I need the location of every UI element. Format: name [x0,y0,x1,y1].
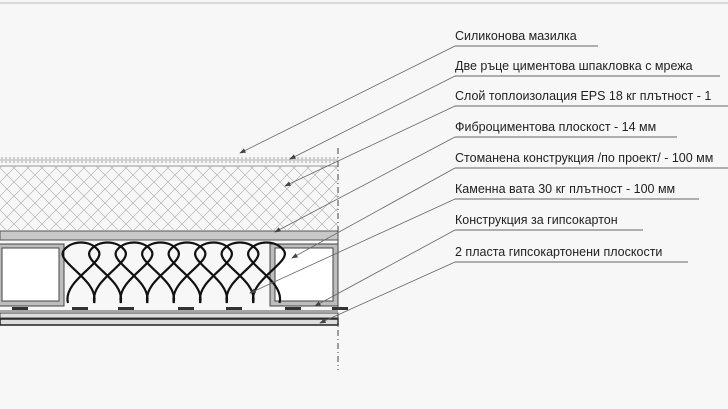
profile-mark [12,307,28,310]
callout: Каменна вата 30 кг плътност - 100 мм [249,182,699,294]
callout: Фиброциментова плоскост - 14 мм [274,120,677,233]
gypsum-frame-profiles [12,307,348,310]
leader-arrow [319,261,456,324]
profile-mark [118,307,134,310]
callout-label: Конструкция за гипсокартон [455,213,618,227]
callout: Стоманена конструкция /по проект/ - 100 … [291,151,728,259]
wool-loop [87,241,128,304]
callout-label: Каменна вата 30 кг плътност - 100 мм [455,182,675,196]
profile-mark [226,307,242,310]
callout-label: Стоманена конструкция /по проект/ - 100 … [455,151,713,165]
wool-loop [140,241,181,304]
wool-loop [167,241,207,304]
callout-label: Две ръце циментова шпакловка с мрежа [455,59,693,73]
callout: Слой топлоизолация EPS 18 кг плътност - … [284,89,728,187]
profile-mark [285,307,301,310]
callout: Две ръце циментова шпакловка с мрежа [289,59,720,160]
gypsum-board-2 [0,318,339,326]
callout-label: Силиконова мазилка [455,29,577,43]
callout: Конструкция за гипсокартон [314,213,643,307]
cement-putty-layer [0,161,338,165]
profile-mark [178,307,194,310]
wool-loop [114,241,154,304]
leader-arrow [284,105,456,187]
steel-structure [0,243,339,307]
leader-arrow [274,136,456,233]
wool-loop [220,241,260,304]
fiber-cement-board [0,230,339,241]
leader-arrow [291,167,456,259]
leader-arrow [289,75,456,160]
callout-label: Слой топлоизолация EPS 18 кг плътност - … [455,89,711,103]
leader-arrow [249,198,456,294]
silicone-plaster-layer [0,155,338,160]
profile-mark [332,307,348,310]
eps-insulation-layer [0,166,338,230]
callout-label: Фиброциментова плоскост - 14 мм [455,120,656,134]
callout-label: 2 пласта гипсокартонени плоскости [455,245,662,259]
wool-loop [193,241,234,304]
profile-mark [72,307,88,310]
leader-arrow [239,45,456,154]
callout: Силиконова мазилка [239,29,598,154]
wool-loop [246,241,287,304]
gypsum-board-1 [0,312,339,319]
leader-arrow [314,229,456,307]
mineral-wool-insulation [61,241,287,304]
callout: 2 пласта гипсокартонени плоскости [319,245,688,324]
wool-loop [61,241,101,304]
